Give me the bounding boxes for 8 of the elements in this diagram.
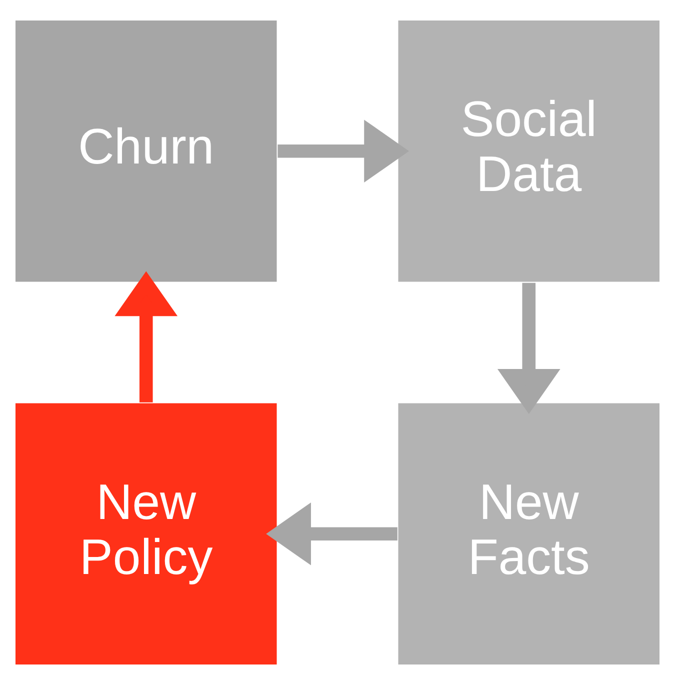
node-box: New Facts bbox=[396, 402, 662, 666]
arrow bbox=[278, 120, 409, 183]
arrow bbox=[114, 271, 178, 402]
node-box: New Policy bbox=[14, 402, 278, 666]
arrow bbox=[266, 502, 398, 566]
arrow bbox=[497, 282, 560, 414]
node-box: Churn bbox=[14, 18, 278, 284]
node-box: Social Data bbox=[396, 18, 662, 284]
